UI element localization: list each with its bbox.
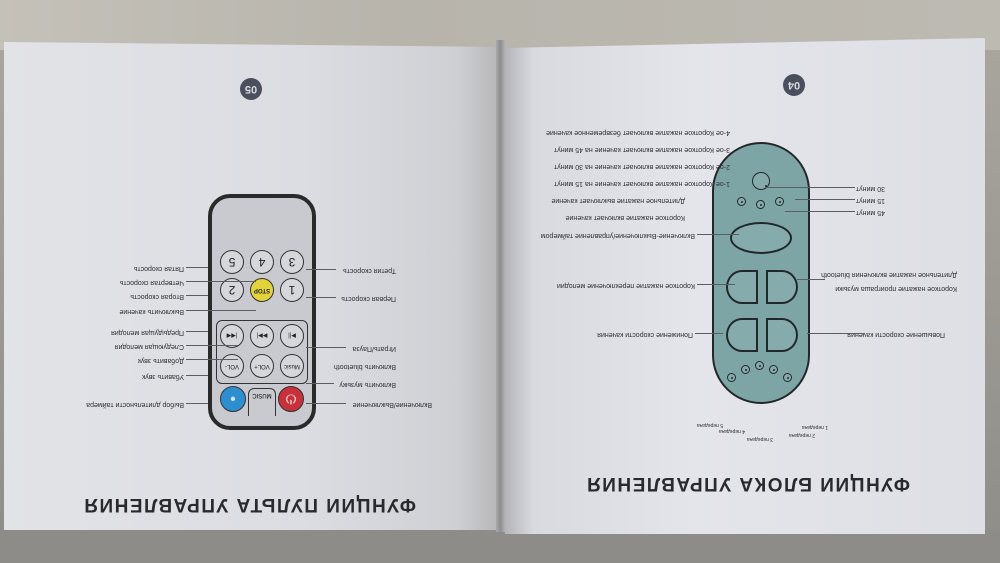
- label-first-speed: Первая скорость: [341, 295, 396, 302]
- speed-2-indicator: [769, 365, 778, 374]
- label-second-speed: Вторая скорость: [130, 293, 184, 300]
- label-timer-line-1: Короткое нажатие включает качение: [565, 214, 685, 221]
- page-number-badge: 05: [240, 78, 262, 100]
- label-timer-line-3: 1-ое Короткое нажатие включает качение н…: [553, 180, 730, 187]
- leader-line: [186, 281, 256, 282]
- leader-line: [697, 284, 735, 285]
- label-fourth-speed: Четвертая скорость: [119, 279, 184, 286]
- leader-line: [306, 403, 346, 404]
- leader-line: [186, 295, 208, 296]
- label-timer-30: 30 минут: [855, 185, 885, 192]
- speed-down-button: [726, 318, 758, 352]
- timer-power-button: [730, 222, 792, 254]
- label-melody-switch: Короткое нажатие переключение мелодии: [556, 282, 695, 289]
- label-timer-line-2: Длительное нажатие выключает качение: [551, 197, 685, 204]
- leader-line: [807, 333, 865, 334]
- label-play-pause: Играть/Пауза: [352, 345, 396, 352]
- label-bluetooth: Включить bluetooth: [333, 363, 396, 370]
- label-volume-up: Добавить звук: [137, 357, 184, 364]
- leader-line: [186, 267, 208, 268]
- leader-line: [306, 297, 336, 298]
- label-bluetooth: Длительное нажатие включения bluetooth: [821, 271, 957, 278]
- leader-line: [306, 347, 346, 348]
- label-timer-duration: Выбор длительности таймера: [86, 401, 184, 408]
- label-timer-button: Включение-Выключение/управление таймером: [540, 232, 695, 239]
- label-timer-15: 15 минут: [855, 197, 885, 204]
- next-track-icon: ▶▶|: [250, 324, 274, 348]
- booklet-spine: [496, 40, 505, 532]
- leader-line: [797, 279, 825, 280]
- speed-4-indicator: [741, 365, 750, 374]
- leader-line: [186, 375, 208, 376]
- speed-3-indicator: [755, 361, 764, 370]
- label-previous-melody: Предыдущая мелодия: [111, 329, 184, 336]
- label-gear-4: 4 передача: [718, 428, 745, 434]
- leader-line: [697, 234, 739, 235]
- timer-30-indicator: [756, 200, 765, 209]
- label-music-on: Включить музыку: [339, 381, 396, 388]
- label-gear-2: 2 передача: [788, 432, 815, 438]
- timer-button-icon: ●: [220, 386, 246, 412]
- vol-minus-button: VOL-: [220, 354, 244, 378]
- label-music-play: Короткое нажатие проиграша музыки: [835, 285, 957, 292]
- leader-line: [186, 345, 238, 346]
- leader-line: [785, 211, 855, 212]
- remote-control-diagram: ⏻ MUSIC ● Music VOL+ VOL- ▶|| ▶▶| |◀◀ 1 …: [208, 194, 316, 430]
- music-button: Music: [280, 354, 304, 378]
- leader-line: [186, 331, 208, 332]
- label-stop-rocking: Выключить качение: [119, 308, 184, 315]
- label-timer-line-6: 4-ое Короткое нажатие включает безвремен…: [546, 129, 730, 136]
- speed-1-indicator: [783, 373, 792, 382]
- leader-line: [306, 383, 334, 384]
- label-power: Включение/Выключение: [352, 401, 432, 408]
- leader-line: [186, 359, 238, 360]
- label-timer-45: 45 минут: [855, 209, 885, 216]
- music-bluetooth-button: [766, 270, 798, 304]
- page-title: ФУНЦИИ ПУЛЬТА УПРАВЛЕНИЯ: [82, 494, 416, 515]
- page-title: ФУНЦИИ БЛОКА УПРАВЛЕНИЯ: [585, 473, 910, 494]
- label-volume-down: Убавить звук: [142, 373, 184, 380]
- speed-5-indicator: [727, 373, 736, 382]
- label-third-speed: Третия скорость: [343, 267, 396, 274]
- booklet-page-04: 04 ФУНЦИИ БЛОКА УПРАВЛЕНИЯ 1 передача 2 …: [505, 38, 985, 534]
- label-gear-3: 3 передача: [746, 436, 773, 442]
- label-speed-down: Понижение скорости качения: [597, 331, 693, 338]
- vol-plus-button: VOL+: [250, 354, 274, 378]
- table-surface: [0, 530, 1000, 563]
- speed-up-button: [766, 318, 798, 352]
- page-number-badge: 04: [783, 74, 805, 96]
- label-gear-1: 1 передача: [801, 424, 828, 430]
- speed-1-button: 1: [280, 278, 304, 302]
- booklet-page-05: 05 ФУНЦИИ ПУЛЬТА УПРАВЛЕНИЯ ⏻ MUSIC ● Mu…: [4, 42, 496, 530]
- label-timer-line-5: 3-ое Короткое нажатие включает качение н…: [553, 146, 730, 153]
- label-timer-line-4: 2-ое Короткое нажатие включает качение н…: [553, 163, 730, 170]
- label-fifth-speed: Пятая скорость: [133, 265, 184, 272]
- label-next-melody: Следующая мелодия: [114, 343, 184, 350]
- leader-line: [186, 310, 256, 311]
- timer-45-indicator: [737, 197, 746, 206]
- power-button-icon: ⏻: [278, 386, 304, 412]
- play-pause-icon: ▶||: [280, 324, 304, 348]
- speed-5-button: 5: [220, 250, 244, 274]
- leader-line: [795, 199, 855, 200]
- timer-15-indicator: [775, 197, 784, 206]
- leader-line: [695, 333, 723, 334]
- leader-line: [765, 187, 855, 188]
- speed-4-button: 4: [250, 250, 274, 274]
- music-label: MUSIC: [248, 388, 276, 416]
- speed-3-button: 3: [280, 250, 304, 274]
- leader-line: [306, 269, 336, 270]
- leader-line: [186, 403, 208, 404]
- label-gear-5: 5 передача: [696, 422, 723, 428]
- melody-switch-button: [726, 270, 758, 304]
